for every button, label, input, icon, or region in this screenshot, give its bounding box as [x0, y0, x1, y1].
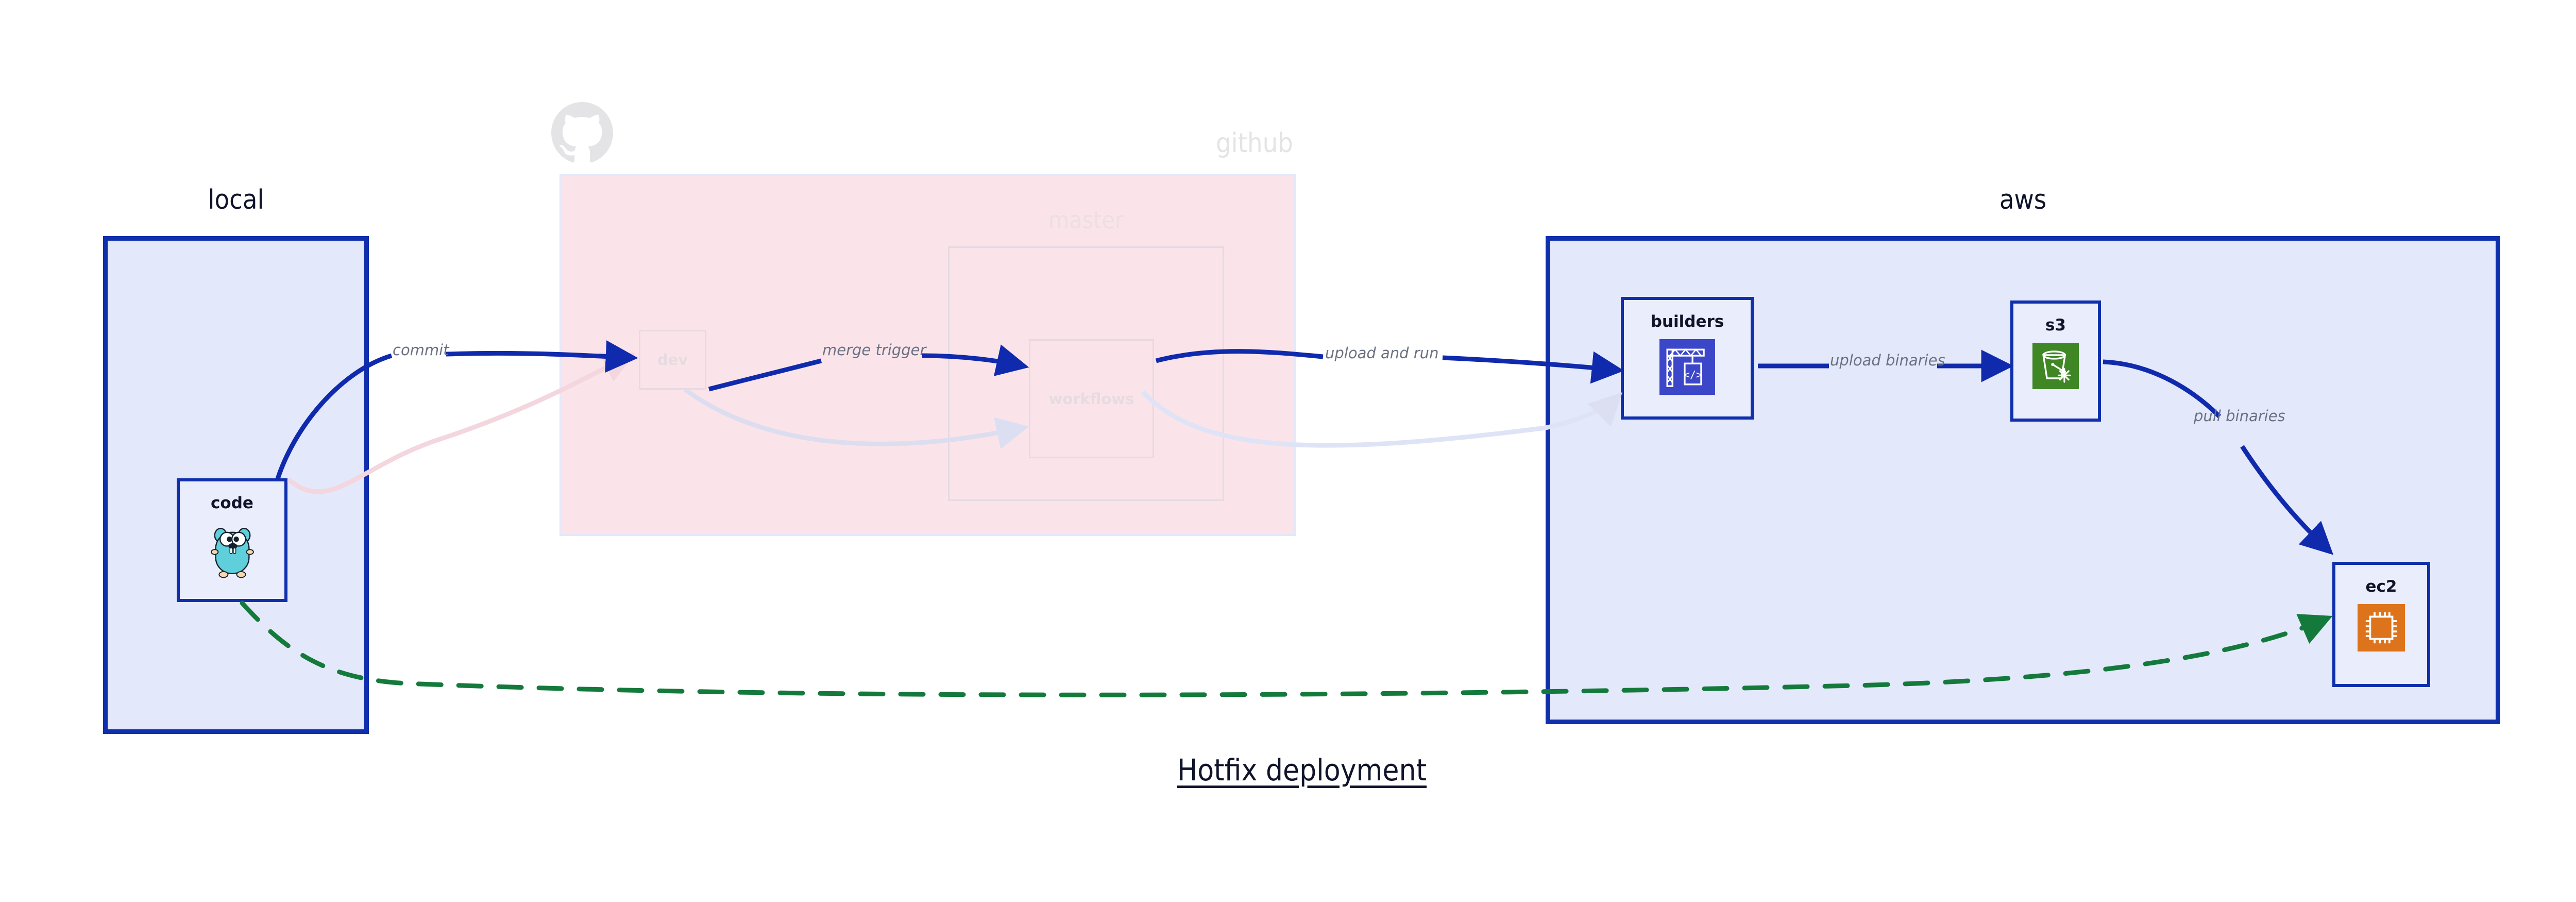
edge-label-upload-binaries: upload binaries: [1830, 352, 1945, 369]
aws-codebuild-crane-icon: </>: [1659, 339, 1715, 395]
node-workflows-label: workflows: [1048, 390, 1134, 408]
aws-ec2-chip-icon: [2358, 604, 2405, 652]
node-code-label: code: [211, 494, 253, 512]
edge-label-commit: commit: [393, 341, 449, 359]
aws-s3-glacier-bucket-icon: [2032, 343, 2079, 389]
node-builders-label: builders: [1650, 312, 1724, 331]
group-title-master: master: [1048, 206, 1124, 234]
svg-text:</>: </>: [1684, 369, 1703, 381]
node-dev-label: dev: [657, 351, 688, 369]
node-ec2-label: ec2: [2365, 577, 2397, 596]
group-title-aws: aws: [1999, 185, 2047, 215]
group-box-master: [948, 246, 1224, 501]
node-s3[interactable]: s3: [2010, 300, 2101, 422]
github-octocat-icon: [551, 102, 613, 163]
edge-label-merge-trigger: merge trigger: [822, 341, 926, 359]
node-ec2[interactable]: ec2: [2332, 562, 2430, 687]
node-code[interactable]: code: [177, 478, 287, 602]
node-s3-label: s3: [2045, 316, 2066, 335]
node-builders[interactable]: builders </>: [1621, 297, 1754, 420]
group-title-github: github: [1215, 128, 1293, 159]
edge-label-upload-and-run: upload and run: [1325, 344, 1439, 362]
edge-label-pull-binaries: pull binaries: [2194, 407, 2285, 425]
group-title-local: local: [208, 185, 264, 215]
node-dev[interactable]: dev: [639, 330, 706, 390]
go-gopher-icon: [210, 528, 254, 578]
figure-caption: Hotfix deployment: [1177, 753, 1427, 788]
node-workflows[interactable]: workflows: [1029, 339, 1154, 458]
